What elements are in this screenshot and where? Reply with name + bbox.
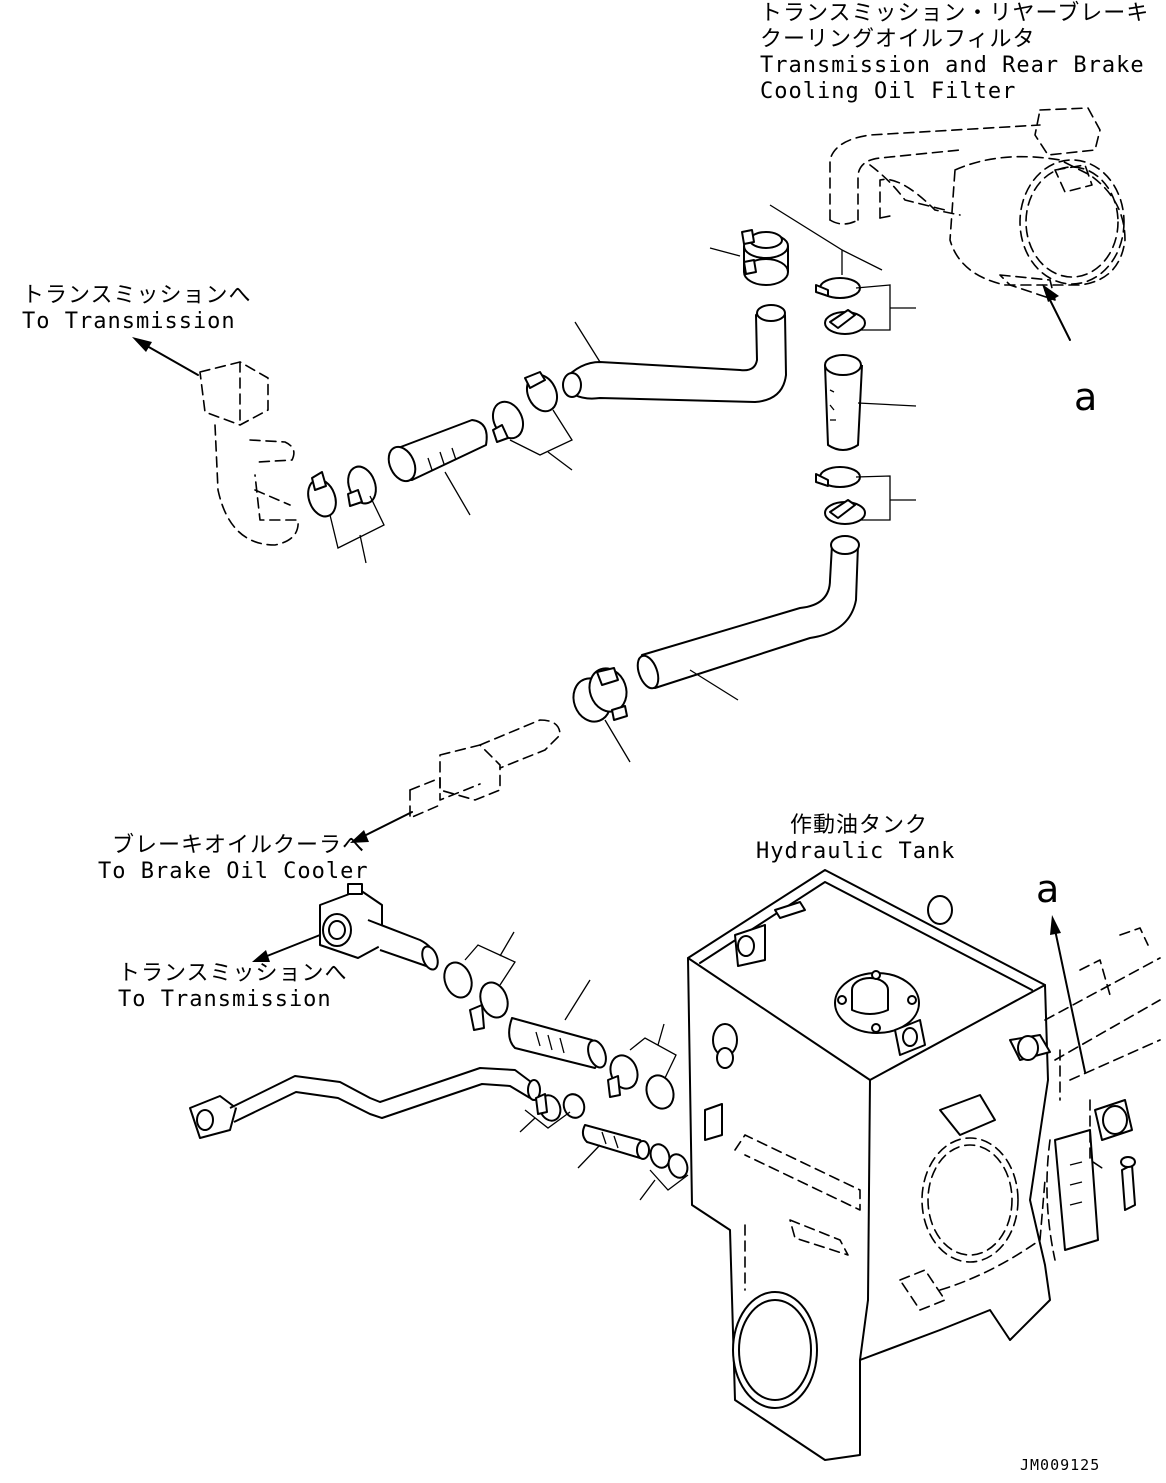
to-transmission-bottom-jp: トランスミッションへ — [118, 961, 348, 986]
filter-label-en-1: Transmission and Rear Brake — [760, 53, 1145, 78]
straight-hose-bottom — [508, 979, 607, 1069]
small-pipe-assembly — [189, 1067, 586, 1139]
cooling-oil-filter — [829, 107, 1126, 301]
leader-split-clamp-top — [709, 247, 741, 257]
to-transmission-bottom-label: トランスミッションへ To Transmission — [118, 961, 348, 1012]
to-brake-cooler-en: To Brake Oil Cooler — [98, 859, 369, 884]
to-transmission-top-label: トランスミッションへ To Transmission — [22, 283, 252, 334]
filter-label-en-2: Cooling Oil Filter — [760, 79, 1016, 104]
to-brake-cooler-label: ブレーキオイルクーラへ To Brake Oil Cooler — [98, 833, 369, 884]
hose-clamps-left — [307, 465, 385, 564]
transmission-valve-bottom — [319, 883, 439, 971]
small-hose-bottom — [577, 1124, 689, 1201]
hose-clamps-bottom-left — [443, 931, 516, 1031]
tank-right-frame — [1044, 927, 1161, 1171]
hose-straight-right — [824, 354, 917, 451]
tank-fitting-detail-a — [1009, 1034, 1136, 1211]
split-flange-clamp-top — [741, 229, 789, 286]
arrow-to-transmission-bottom — [252, 934, 321, 962]
bent-hose-lower — [636, 535, 860, 701]
pipe-to-brake-cooler — [409, 719, 561, 819]
hose-clamps-center — [491, 371, 573, 471]
arrow-to-transmission-top — [132, 337, 199, 376]
hose-clamps-bottom-right — [607, 1023, 677, 1110]
to-transmission-top-en: To Transmission — [22, 309, 236, 334]
hydraulic-tank-jp: 作動油タンク — [790, 813, 928, 838]
arrow-to-brake-cooler — [350, 811, 413, 843]
transmission-valve-top — [199, 361, 299, 546]
hydraulic-tank-en: Hydraulic Tank — [756, 839, 955, 864]
split-flange-clamp-middle — [572, 667, 631, 763]
detail-a-tank-label: a — [1036, 867, 1059, 911]
bent-hose-upper — [562, 304, 787, 403]
filter-label-jp-2: クーリングオイルフィルタ — [760, 27, 1036, 52]
filter-label-jp-1: トランスミッション・リヤーブレーキ — [760, 1, 1149, 26]
hydraulic-tank-label: 作動油タンク Hydraulic Tank — [756, 813, 955, 864]
hydraulic-tank — [687, 869, 1099, 1461]
to-transmission-top-jp: トランスミッションへ — [22, 283, 252, 308]
drawing-code: JM009125 — [1020, 1456, 1100, 1474]
to-transmission-bottom-en: To Transmission — [118, 987, 332, 1012]
to-brake-cooler-jp: ブレーキオイルクーラへ — [112, 833, 365, 858]
straight-hose-center — [387, 419, 488, 516]
hose-clamp-right-lower — [815, 466, 916, 525]
arrow-detail-a-filter — [1042, 284, 1071, 341]
filter-label: トランスミッション・リヤーブレーキ クーリングオイルフィルタ Transmiss… — [760, 1, 1149, 104]
detail-a-filter-label: a — [1074, 375, 1097, 419]
hose-clamp-right-upper — [815, 277, 916, 335]
arrow-detail-a-tank — [1050, 915, 1086, 1073]
leader-filter-top-2 — [841, 249, 883, 271]
